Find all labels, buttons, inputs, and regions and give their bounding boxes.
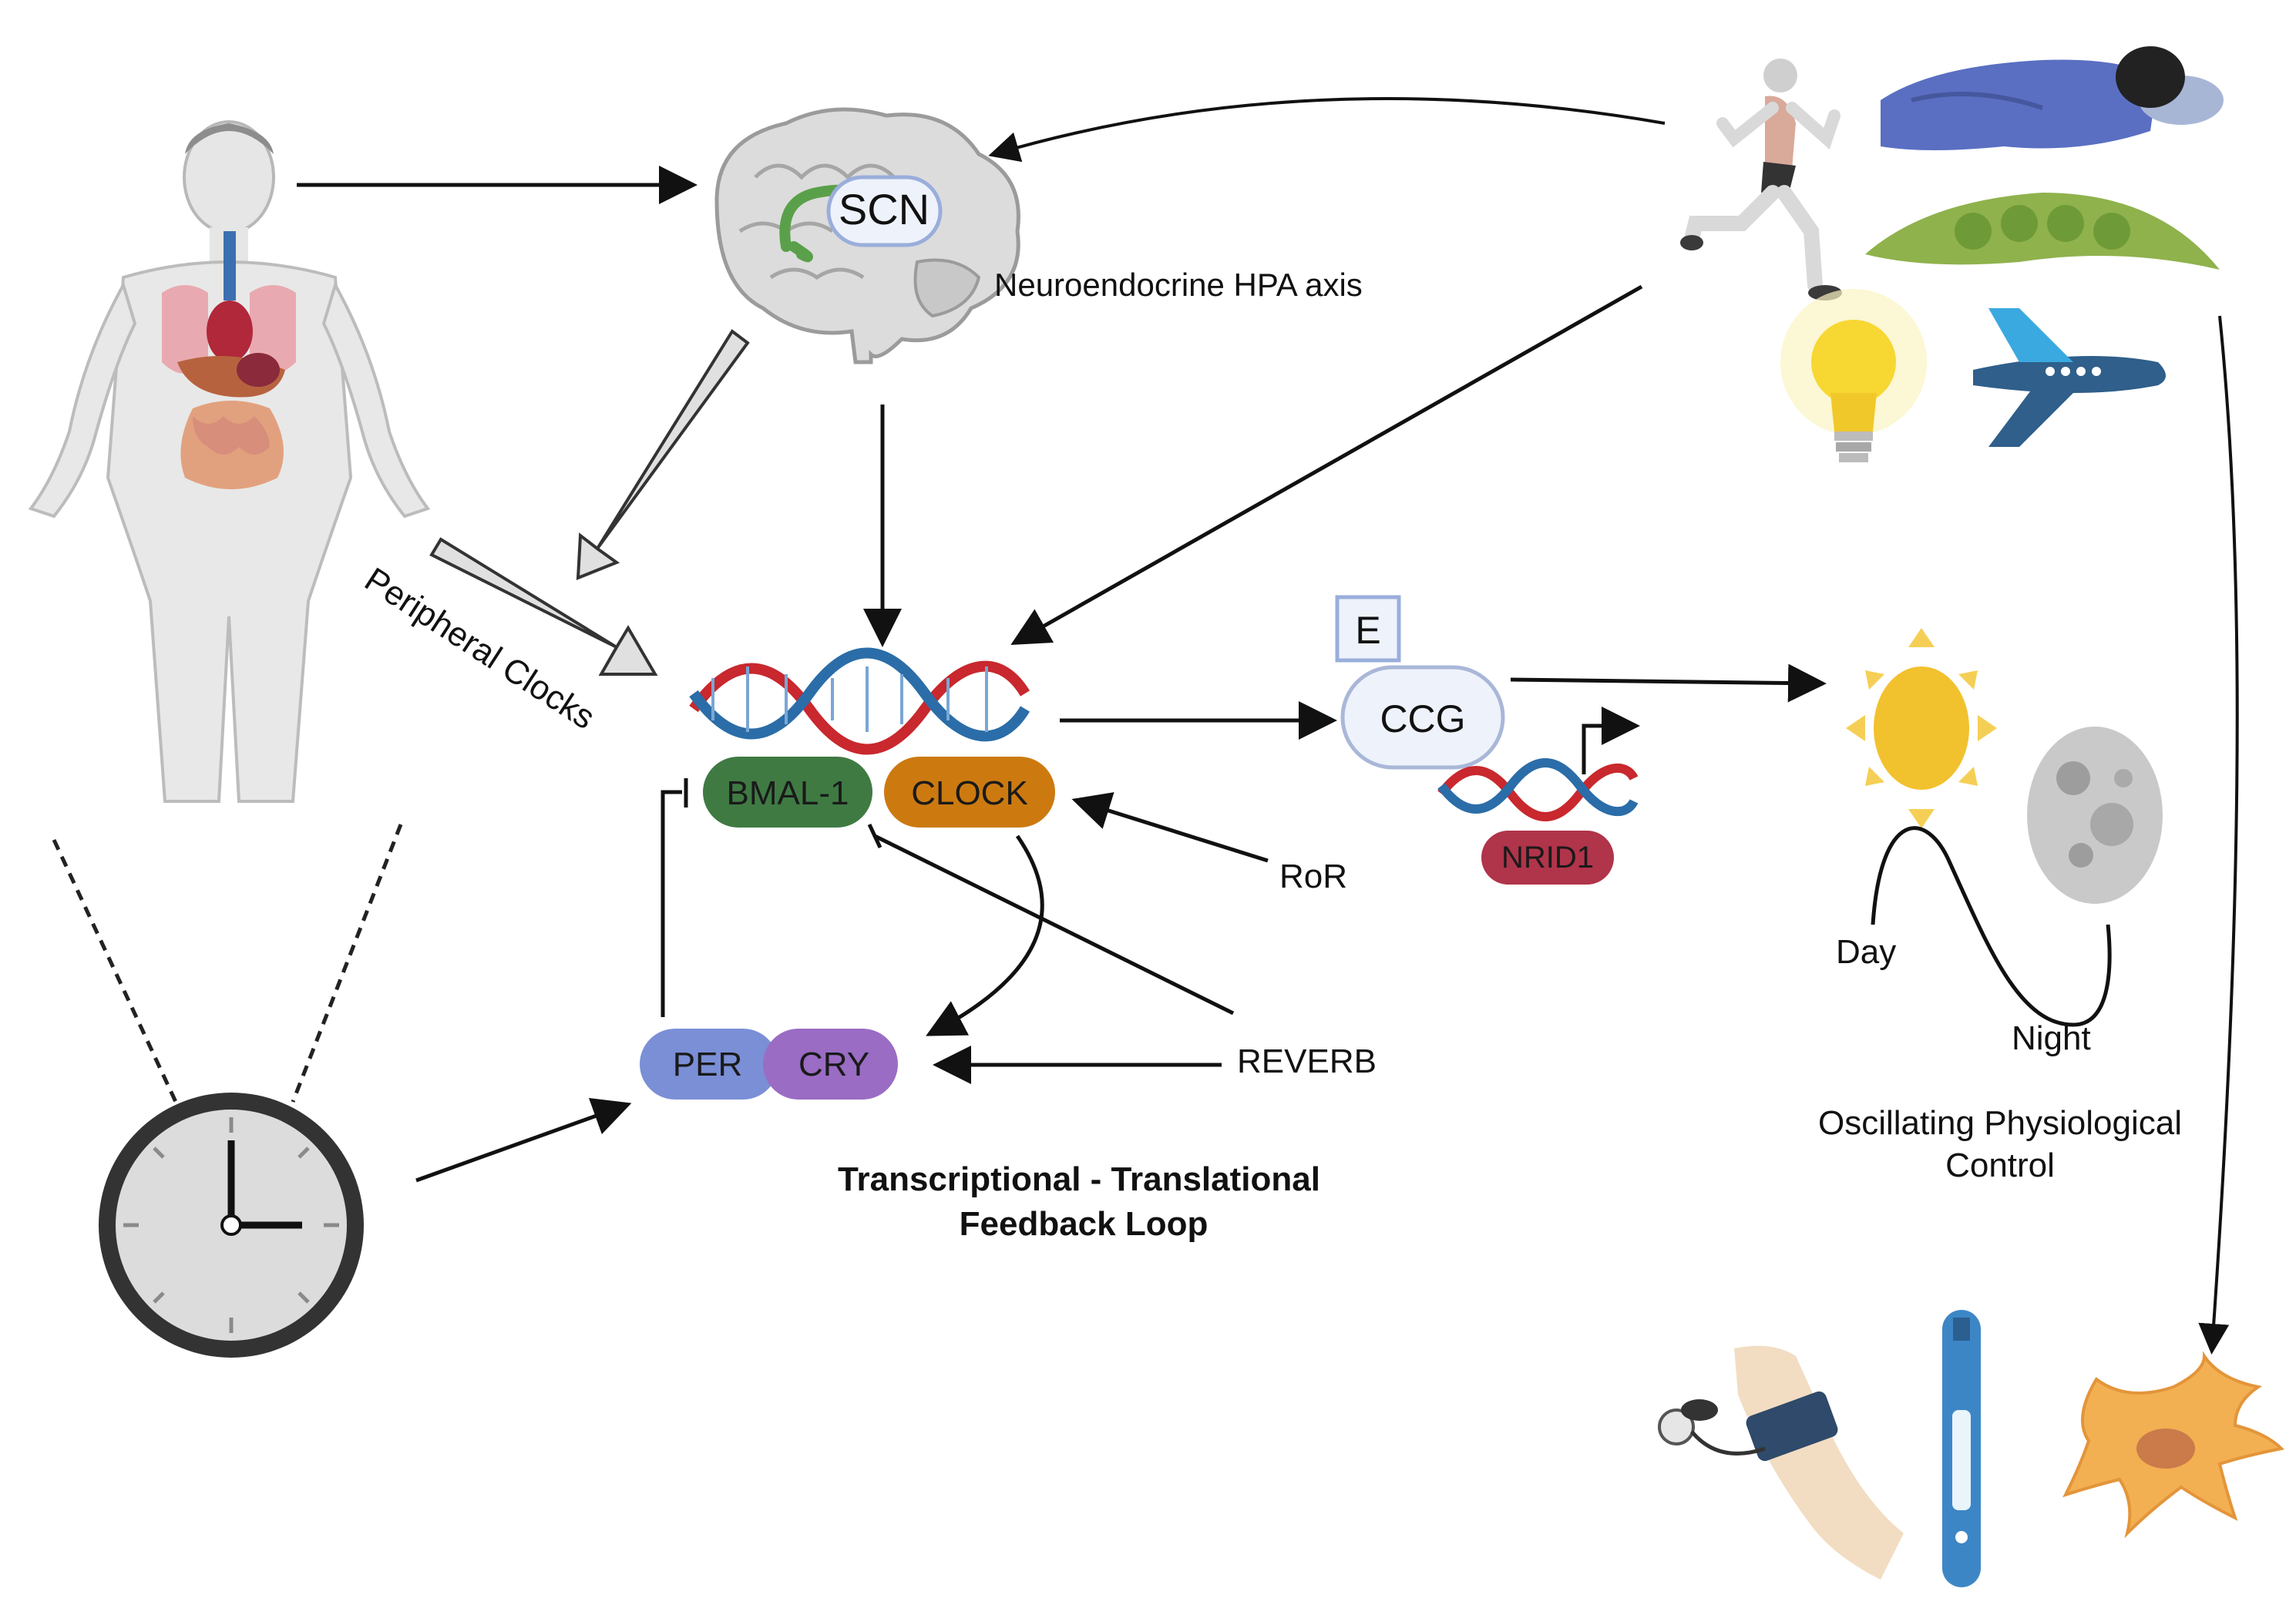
peripheral-clocks-label: Peripheral Clocks bbox=[358, 560, 602, 737]
bmal-pill bbox=[703, 757, 872, 828]
runner-icon bbox=[1680, 59, 1842, 301]
clock-dotted-right bbox=[291, 824, 403, 1103]
nrid-label: NRID1 bbox=[1501, 841, 1594, 875]
ttfl-line1: Transcriptional - Translational bbox=[838, 1160, 1320, 1198]
per-label: PER bbox=[673, 1046, 742, 1083]
day-label: Day bbox=[1836, 933, 1896, 971]
ccg-label: CCG bbox=[1380, 697, 1465, 740]
cry-label: CRY bbox=[798, 1046, 869, 1083]
dna-icon bbox=[689, 647, 1030, 755]
nrid-pill bbox=[1481, 831, 1614, 885]
e-box bbox=[1335, 595, 1401, 663]
oscillation-wave bbox=[1871, 826, 2112, 1027]
brain-icon: SCN bbox=[714, 107, 1020, 364]
reverb-label: REVERB bbox=[1237, 1043, 1377, 1080]
e-label: E bbox=[1355, 609, 1380, 652]
ccg-box bbox=[1340, 665, 1505, 770]
nrid-dna-icon bbox=[1437, 758, 1639, 821]
ttfl-line2: Feedback Loop bbox=[960, 1205, 1209, 1243]
clock-dotted-left bbox=[52, 838, 178, 1103]
clock-icon bbox=[99, 1093, 364, 1358]
bmal-label: BMAL-1 bbox=[727, 774, 849, 812]
promoter-arrow bbox=[1582, 707, 1640, 774]
arrows bbox=[297, 97, 2239, 1355]
oscillating-line1: Oscillating Physiological bbox=[1818, 1104, 2182, 1142]
clock-pill bbox=[884, 757, 1055, 828]
pea-pod-icon bbox=[1865, 193, 2220, 270]
night-label: Night bbox=[2012, 1019, 2091, 1057]
sleeping-person-icon bbox=[1881, 46, 2224, 150]
cry-pill bbox=[763, 1029, 898, 1100]
moon-icon bbox=[2027, 727, 2163, 904]
airplane-icon bbox=[1973, 308, 2166, 447]
scn-label: SCN bbox=[839, 185, 929, 233]
human-body-icon bbox=[28, 120, 431, 803]
per-pill bbox=[640, 1029, 778, 1100]
cell-icon bbox=[2062, 1351, 2285, 1539]
blood-pressure-icon bbox=[1658, 1345, 1904, 1580]
clock-label: CLOCK bbox=[911, 774, 1028, 812]
hollow-arrows bbox=[429, 329, 750, 676]
neuroendocrine-label: Neuroendocrine HPA axis bbox=[994, 267, 1363, 303]
ror-label: RoR bbox=[1279, 858, 1347, 895]
light-bulb-icon bbox=[1780, 289, 1927, 462]
sun-icon bbox=[1846, 628, 1997, 828]
oscillating-line2: Control bbox=[1945, 1147, 2055, 1184]
thermometer-icon bbox=[1942, 1310, 1981, 1587]
